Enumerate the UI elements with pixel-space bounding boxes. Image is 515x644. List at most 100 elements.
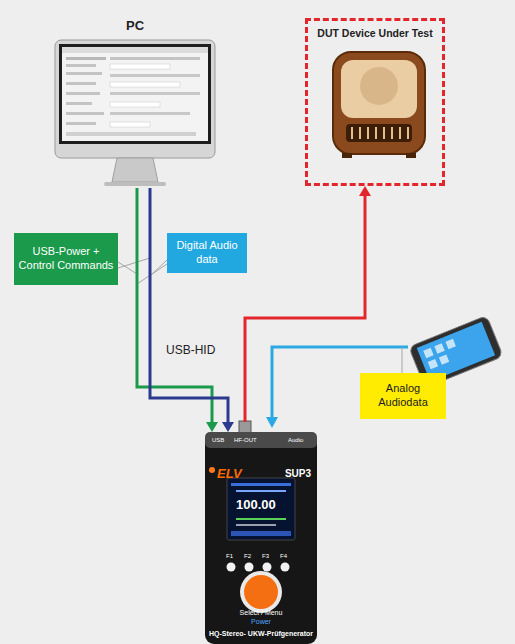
signal-generator-body (205, 432, 317, 644)
node-text: Select / Menu (205, 609, 317, 616)
signal-generator-body (205, 432, 317, 448)
pc-monitor (66, 82, 96, 85)
arrow-head (206, 422, 218, 432)
signal-generator-body (227, 478, 295, 540)
pc-monitor (110, 82, 180, 87)
radio-illustration (407, 127, 409, 139)
pc-monitor (62, 47, 208, 141)
radio-illustration (406, 153, 416, 158)
connector-line (245, 194, 365, 422)
function-key-label: F4 (280, 553, 287, 559)
node-text: Digital Audio data (174, 238, 240, 266)
function-key-label: F1 (226, 553, 233, 559)
pc-monitor (59, 44, 211, 144)
power-label-box: USB-Power + Control Commands (14, 233, 118, 285)
smartphone-illustration (428, 359, 438, 369)
analog-audio-box: Analog Audiodata (360, 373, 446, 419)
leader-line (137, 264, 167, 284)
leader-line (402, 347, 403, 373)
radio-illustration (333, 52, 425, 154)
node-text: DUT Device Under Test (308, 27, 442, 39)
pc-monitor (62, 47, 208, 53)
node-text: Analog Audiodata (368, 381, 438, 409)
signal-generator: ELV SUP3Select / MenuPowerHQ-Stereo- UKW-… (205, 432, 317, 644)
function-key-label: F2 (244, 553, 251, 559)
pc-monitor (66, 112, 104, 115)
signal-generator-body (263, 563, 272, 572)
radio-illustration (391, 127, 393, 139)
leader-line (118, 262, 137, 274)
radio-illustration (333, 52, 425, 158)
signal-generator-body (281, 563, 290, 572)
pc-monitor (110, 112, 190, 115)
pc-monitor (55, 40, 215, 158)
leader-line (118, 258, 402, 373)
connector-line (137, 188, 212, 424)
node-text: Power (205, 618, 317, 625)
function-key-label: F3 (262, 553, 269, 559)
pc-monitor (104, 182, 166, 186)
radio-illustration (383, 127, 385, 139)
digital-audio-box: Digital Audio data (167, 233, 247, 273)
radio-illustration (341, 60, 417, 118)
node-text: HQ-Stereo- UKW-Prüfgenerator (205, 630, 317, 637)
smartphone-illustration (439, 354, 449, 364)
radio-illustration (360, 67, 398, 105)
pc-monitor (66, 92, 100, 95)
signal-connector (245, 186, 371, 422)
analog-audio-wire (266, 417, 278, 428)
node-text: USB-Power + Control Commands (16, 244, 116, 272)
pc-monitor (110, 64, 170, 69)
port-label: Audio (288, 437, 303, 443)
radio-illustration (367, 127, 369, 139)
pc-monitor (66, 132, 196, 136)
signal-connector (137, 188, 218, 432)
connector-line (150, 188, 228, 424)
edge-label: USB-HID (166, 343, 215, 357)
dut-box: DUT Device Under Test (305, 18, 445, 186)
node-text: SUP3 (275, 468, 311, 479)
signal-generator-body (245, 563, 254, 572)
frequency-display: 100.00 (236, 497, 276, 512)
signal-generator-body (240, 571, 282, 613)
signal-generator-body (244, 575, 278, 609)
radio-illustration (375, 127, 377, 139)
port-label: USB (212, 437, 224, 443)
arrow-head (222, 422, 234, 432)
node-text: ELV (217, 466, 257, 481)
pc-monitor (66, 64, 96, 67)
radio-illustration (342, 153, 352, 158)
signal-generator-body (231, 483, 291, 486)
signal-generator-body (231, 531, 291, 536)
signal-generator-body (236, 518, 286, 520)
signal-generator-body (209, 467, 215, 473)
pc-monitor (110, 122, 150, 127)
radio-illustration (399, 127, 401, 139)
signal-connector (150, 188, 234, 432)
signal-generator-body (227, 563, 236, 572)
pc-monitor (112, 158, 158, 182)
radio-illustration (346, 124, 412, 142)
pc-monitor (110, 57, 200, 60)
leader-line (118, 258, 150, 268)
pc-monitor (110, 102, 160, 107)
signal-generator-body (236, 490, 286, 492)
smartphone-illustration (434, 343, 444, 353)
smartphone-illustration (423, 348, 433, 358)
signal-generator-body (205, 421, 317, 644)
arrow-head (359, 186, 371, 196)
port-label: HF-OUT (234, 437, 257, 443)
pc-monitor (110, 92, 200, 95)
pc-node: PC (50, 18, 220, 188)
signal-generator-body (239, 421, 251, 433)
pc-monitor (66, 102, 92, 105)
pc-monitor (55, 40, 215, 186)
radio-illustration (359, 127, 361, 139)
pc-monitor (66, 72, 102, 75)
pc-monitor (66, 122, 96, 125)
radio-illustration (351, 127, 353, 139)
pc-monitor (110, 74, 200, 77)
